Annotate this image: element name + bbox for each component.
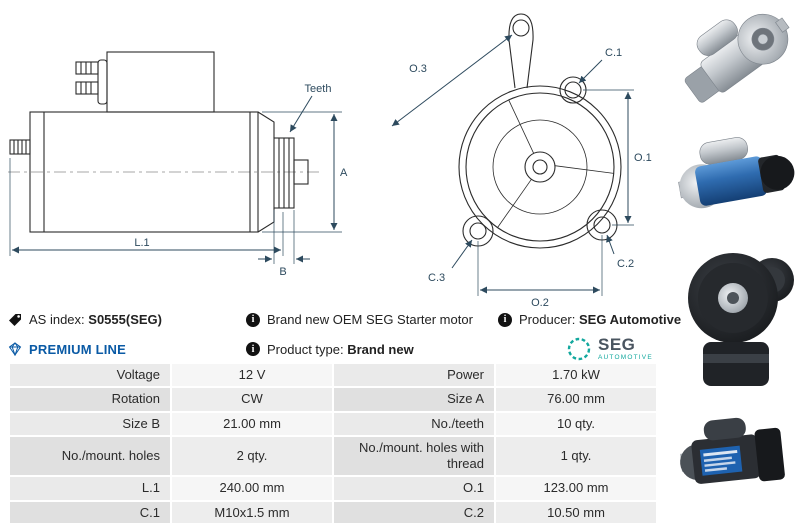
product-info-section: AS index: S0555(SEG) i Brand new OEM SEG… xyxy=(8,306,681,365)
info-icon: i xyxy=(246,312,260,327)
spec-value: 21.00 mm xyxy=(172,412,332,435)
spec-label: C.2 xyxy=(334,501,494,523)
mount-hole-c3 xyxy=(469,222,487,240)
table-row: C.1 M10x1.5 mm C.2 10.50 mm xyxy=(10,501,656,523)
mount-hole-c2 xyxy=(593,216,611,234)
mount-hole-top xyxy=(512,19,530,37)
producer-label: Producer: xyxy=(519,312,576,327)
product-type: i Product type: Brand new xyxy=(246,342,498,357)
table-row: Rotation CW Size A 76.00 mm xyxy=(10,388,656,411)
note-brand-new: i Brand new OEM SEG Starter motor xyxy=(246,312,498,327)
product-photo-blue-side xyxy=(676,120,798,232)
front-view-technical-drawing: O.3 C.1 O.1 C.2 C.3 O.2 xyxy=(391,13,652,309)
terminal-stud-left xyxy=(9,139,31,155)
dim-c2-label: C.2 xyxy=(617,258,634,270)
product-photo-black-top xyxy=(676,238,798,390)
dim-o2-label: O.2 xyxy=(531,297,549,309)
starter-motor-silver-angled xyxy=(684,13,790,103)
dim-c1-leader xyxy=(578,59,603,84)
dim-c1-label: C.1 xyxy=(605,47,622,59)
spec-value: 1.70 kW xyxy=(496,364,656,387)
product-photo-column xyxy=(674,2,800,522)
seg-logo: SEG AUTOMOTIVE xyxy=(498,336,670,362)
spec-label: Power xyxy=(334,364,494,387)
spec-label: O.1 xyxy=(334,477,494,500)
spec-value: M10x1.5 mm xyxy=(172,501,332,523)
producer-text: Producer: SEG Automotive xyxy=(519,312,681,327)
seg-sub: AUTOMOTIVE xyxy=(598,354,653,362)
spec-value: 12 V xyxy=(172,364,332,387)
spec-value: 1 qty. xyxy=(496,436,656,476)
spec-value: 240.00 mm xyxy=(172,477,332,500)
spec-label: Size B xyxy=(10,412,170,435)
dim-a-label: A xyxy=(340,167,348,179)
dim-o3-line xyxy=(391,34,513,127)
table-row: No./mount. holes 2 qty. No./mount. holes… xyxy=(10,436,656,476)
product-type-label: Product type: xyxy=(267,341,344,357)
starter-motor-black-top xyxy=(688,253,794,386)
spec-value: 123.00 mm xyxy=(496,477,656,500)
dim-o1-label: O.1 xyxy=(634,152,652,164)
product-type-value: Brand new xyxy=(347,341,414,357)
dim-l1-label: L.1 xyxy=(134,237,149,249)
spec-label: No./teeth xyxy=(334,412,494,435)
dim-b-label: B xyxy=(279,266,286,278)
dim-c3-leader xyxy=(451,239,473,269)
seg-brand: SEG xyxy=(598,335,636,355)
teeth-label: Teeth xyxy=(305,83,332,95)
note-brand-new-text: Brand new OEM SEG Starter motor xyxy=(267,312,473,327)
seg-ring-icon xyxy=(567,337,591,361)
spec-label: Voltage xyxy=(10,364,170,387)
product-type-text: Product type: Brand new xyxy=(267,342,414,357)
as-index-label: AS index: xyxy=(29,312,85,327)
spec-value: CW xyxy=(172,388,332,411)
spec-label: Rotation xyxy=(10,388,170,411)
as-index: AS index: S0555(SEG) xyxy=(8,312,246,327)
info-icon: i xyxy=(498,312,512,327)
spec-value: 10 qty. xyxy=(496,412,656,435)
dim-c2-leader xyxy=(606,234,615,255)
table-row: L.1 240.00 mm O.1 123.00 mm xyxy=(10,477,656,500)
side-view-technical-drawing: Teeth A L.1 B xyxy=(8,51,348,278)
dim-o3-label: O.3 xyxy=(409,63,427,75)
starter-motor-blue-side xyxy=(678,137,795,209)
spec-label: Size A xyxy=(334,388,494,411)
premium-line-label: PREMIUM LINE xyxy=(29,341,127,357)
product-photo-silver-angled xyxy=(676,2,798,114)
producer-value: SEG Automotive xyxy=(579,312,682,327)
spec-label: No./mount. holes with thread xyxy=(334,436,494,476)
specs-table: Voltage 12 V Power 1.70 kW Rotation CW S… xyxy=(8,362,658,523)
as-index-text: AS index: S0555(SEG) xyxy=(29,312,162,327)
spec-label: L.1 xyxy=(10,477,170,500)
solenoid xyxy=(75,51,215,113)
seg-logo-text: SEG AUTOMOTIVE xyxy=(598,336,653,362)
spec-value: 2 qty. xyxy=(172,436,332,476)
product-photo-black-label xyxy=(676,396,798,522)
diamond-icon xyxy=(8,342,22,356)
dim-c3-label: C.3 xyxy=(428,272,445,284)
spec-label: No./mount. holes xyxy=(10,436,170,476)
table-row: Size B 21.00 mm No./teeth 10 qty. xyxy=(10,412,656,435)
starter-motor-black-label xyxy=(680,417,785,484)
table-row: Voltage 12 V Power 1.70 kW xyxy=(10,364,656,387)
teeth-leader-line xyxy=(289,95,313,133)
tag-icon xyxy=(9,313,21,326)
mount-hole-c1 xyxy=(564,81,582,99)
spec-value: 10.50 mm xyxy=(496,501,656,523)
as-index-value: S0555(SEG) xyxy=(88,312,162,327)
spec-value: 76.00 mm xyxy=(496,388,656,411)
mounting-flange xyxy=(458,13,622,249)
producer: i Producer: SEG Automotive xyxy=(498,312,681,327)
info-icon: i xyxy=(246,342,260,356)
spec-label: C.1 xyxy=(10,501,170,523)
premium-line: PREMIUM LINE xyxy=(8,342,246,357)
